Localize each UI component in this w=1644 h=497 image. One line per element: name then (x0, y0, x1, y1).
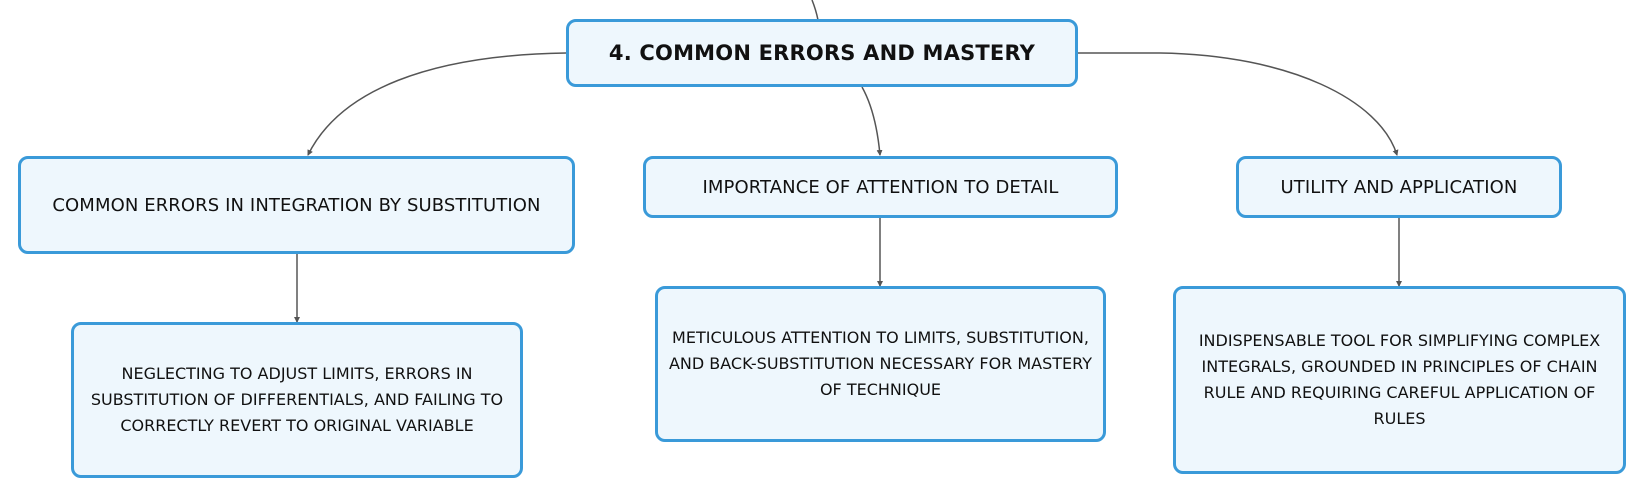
branch-node-label: COMMON ERRORS IN INTEGRATION BY SUBSTITU… (52, 194, 541, 216)
root-node-label: 4. COMMON ERRORS AND MASTERY (608, 41, 1036, 65)
connector-root-to-branch-1 (307, 52, 567, 156)
detail-node-attention-to-detail[interactable]: METICULOUS ATTENTION TO LIMITS, SUBSTITU… (655, 286, 1106, 442)
detail-node-utility-and-application[interactable]: INDISPENSABLE TOOL FOR SIMPLIFYING COMPL… (1173, 286, 1626, 474)
connector-incoming-root (811, 0, 819, 21)
branch-node-attention-to-detail[interactable]: IMPORTANCE OF ATTENTION TO DETAIL (643, 156, 1118, 218)
connector-root-to-branch-3 (1076, 52, 1399, 156)
detail-node-text: METICULOUS ATTENTION TO LIMITS, SUBSTITU… (668, 328, 1093, 399)
branch-node-common-errors[interactable]: COMMON ERRORS IN INTEGRATION BY SUBSTITU… (18, 156, 575, 254)
branch-node-utility-and-application[interactable]: UTILITY AND APPLICATION (1236, 156, 1562, 218)
branch-node-label: IMPORTANCE OF ATTENTION TO DETAIL (702, 176, 1059, 198)
detail-node-text: NEGLECTING TO ADJUST LIMITS, ERRORS IN S… (90, 364, 504, 435)
detail-node-common-errors[interactable]: NEGLECTING TO ADJUST LIMITS, ERRORS IN S… (71, 322, 523, 478)
branch-node-label: UTILITY AND APPLICATION (1280, 176, 1518, 198)
detail-node-text: INDISPENSABLE TOOL FOR SIMPLIFYING COMPL… (1198, 331, 1601, 428)
root-node[interactable]: 4. COMMON ERRORS AND MASTERY (566, 19, 1078, 87)
connector-root-to-branch-2 (861, 86, 883, 156)
